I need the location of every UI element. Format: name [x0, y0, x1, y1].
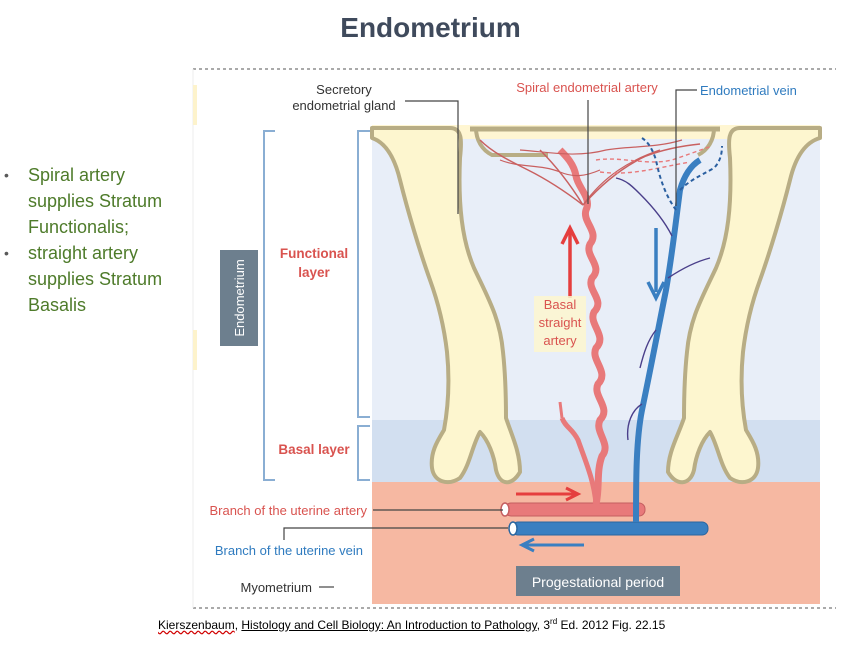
margin-marker — [193, 85, 197, 125]
dashed-capillary — [599, 161, 691, 174]
capillary — [519, 139, 683, 155]
citation-edition-suffix: rd — [550, 617, 558, 626]
endometrium-label: Endometrium — [232, 259, 247, 336]
basal-straight-artery-tip — [558, 401, 564, 419]
bullet-item: • straight artery supplies Stratum Basali… — [4, 240, 184, 318]
citation-edition: 3 — [543, 618, 551, 632]
margin-marker — [193, 330, 197, 370]
basal-straight-label-bg — [534, 296, 586, 352]
arteriole — [582, 143, 701, 206]
arrow-head — [565, 486, 582, 502]
bullet-text: Spiral artery supplies Stratum Functiona… — [28, 165, 163, 237]
bullet-marker: • — [4, 167, 9, 183]
basal-layer-label: Basal layer — [278, 442, 350, 457]
venule — [626, 403, 643, 441]
slide-title: Endometrium — [340, 12, 521, 43]
functional-bracket — [357, 130, 370, 418]
endometrial-vein-label: Endometrial vein — [700, 83, 797, 98]
uterine-vein-branch — [511, 521, 709, 536]
endometrium-box — [220, 250, 258, 346]
venule — [615, 177, 673, 237]
basal-straight-artery-label: straight — [539, 315, 582, 330]
vein-lumen — [508, 521, 518, 536]
spiral-artery-label: Spiral endometrial artery — [516, 80, 658, 95]
bullet-list: • Spiral artery supplies Stratum Function… — [4, 162, 184, 318]
bullet-item: • Spiral artery supplies Stratum Function… — [4, 162, 184, 240]
gland-left — [370, 126, 522, 485]
myometrium-label: Myometrium — [240, 580, 312, 595]
endometrial-vein — [633, 157, 702, 523]
dashed-capillary — [595, 145, 713, 163]
uterine-artery-branch-label: Branch of the uterine artery — [209, 503, 367, 518]
arrow-head — [646, 281, 666, 302]
basal-straight-artery — [559, 416, 599, 505]
arteriole — [479, 139, 584, 206]
venule — [667, 257, 711, 279]
progestational-period-box — [516, 566, 680, 596]
gland-rim — [474, 127, 548, 157]
secretory-gland-label: Secretory — [316, 82, 372, 97]
uterine-vein-branch-label: Branch of the uterine vein — [215, 543, 363, 558]
secretory-gland-label: endometrial gland — [292, 98, 395, 113]
venule — [639, 329, 657, 369]
endometrium-bracket — [263, 130, 275, 481]
basal-straight-artery-label: Basal — [544, 297, 577, 312]
arrow-head — [560, 224, 580, 245]
bullet-text: straight artery supplies Stratum Basalis — [28, 243, 163, 315]
vein-branch-leader-line — [283, 527, 508, 540]
basal-straight-artery-label: artery — [543, 333, 577, 348]
gland-right — [666, 126, 822, 485]
arteriole — [539, 149, 584, 206]
basal-bracket — [357, 425, 370, 481]
functional-layer-label: layer — [298, 265, 330, 280]
dashed-venule — [641, 137, 677, 211]
figure-citation: Kierszenbaum, Histology and Cell Biology… — [158, 617, 666, 632]
citation-title: Histology and Cell Biology: An Introduct… — [241, 618, 537, 632]
dashed-venule — [679, 145, 723, 191]
functional-layer-label: Functional — [280, 246, 348, 261]
arteriole — [582, 149, 661, 206]
uterine-artery-branch — [504, 502, 646, 517]
vein-leader-line — [675, 89, 697, 206]
arrow-head — [518, 537, 535, 553]
citation-author: Kierszenbaum — [158, 618, 235, 632]
bullet-marker: • — [4, 245, 9, 261]
gland-leader-line — [405, 100, 459, 214]
progestational-period-label: Progestational period — [532, 574, 664, 590]
citation-details: Ed. 2012 Fig. 22.15 — [557, 618, 666, 632]
